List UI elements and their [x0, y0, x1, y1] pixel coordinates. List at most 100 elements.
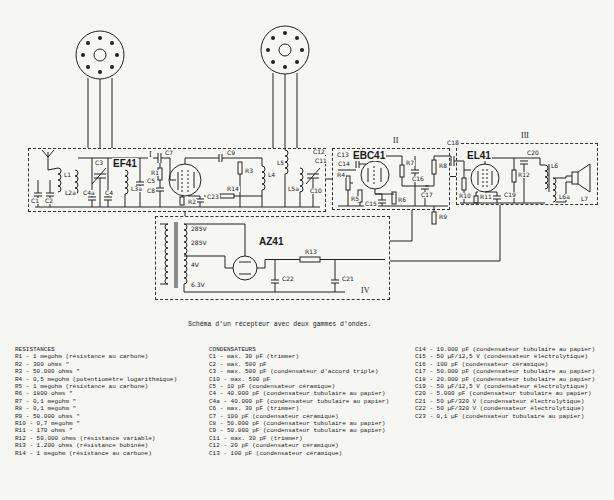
part-label: C13 [336, 152, 350, 158]
part-label: L7 [580, 196, 589, 202]
parts-list-line: R12 - 50.000 ohms (résistance variable) [14, 435, 156, 442]
part-label: C22 [281, 276, 295, 282]
part-label: 285V [190, 226, 208, 232]
parts-list-line: R14 - 1 megohm (résistance au carbone) [14, 450, 153, 457]
stage-number: IV [360, 286, 370, 295]
part-label: L1 [63, 172, 72, 178]
parts-list-line: C12 - 20 pF (condensateur céramique) [208, 442, 340, 449]
part-label: L6a [558, 194, 571, 200]
stage-number: II [392, 136, 399, 145]
parts-list-line: C2 - max. 500 pF [208, 361, 268, 368]
part-label: L4 [267, 172, 276, 178]
parts-list-line: R10 - 0,7 megohm " [14, 420, 81, 427]
part-label: C12 [312, 149, 326, 155]
parts-list-line: C4 - 40.000 pF (condensateur tubulaire a… [208, 390, 386, 397]
parts-list-line: C7 - 100 pF (condensateur céramique) [208, 413, 340, 420]
part-label: C21 [341, 276, 355, 282]
parts-list-line: C22 - 50 µF/320 V (condensateur électrol… [414, 405, 585, 412]
parts-list-line: C11 - max. 30 pF (trimmer) [208, 435, 304, 442]
supply-wire [390, 205, 500, 261]
part-label: L5 [276, 160, 285, 166]
part-label: R2 [187, 199, 197, 205]
tube-name: EL41 [466, 150, 492, 161]
part-label: L6 [550, 163, 559, 169]
part-label: C19 [503, 192, 517, 198]
parts-list-line: R2 - 300 ohms " [14, 361, 70, 368]
stage-number: I [148, 150, 153, 159]
part-label: L5a [287, 186, 300, 192]
part-label: C23 [206, 194, 220, 200]
parts-list-line: CONDENSATEURS [208, 346, 257, 353]
parts-list-line: R5 - 1 megohm (résistance au carbone) [14, 383, 149, 390]
parts-list-line: R6 - 1800 ohms " [14, 390, 74, 397]
parts-list-line: R1 - 1 megohm (résistance au carbone) [14, 353, 149, 360]
parts-list-line: C6 - max. 30 pF (trimmer) [208, 405, 300, 412]
parts-list-line: C13 - 100 pF (condensateur céramique) [208, 450, 343, 457]
part-label: L2a [64, 190, 77, 196]
parts-list-line: R8 - 0,1 megohm " [14, 405, 77, 412]
part-label: R3 [244, 168, 254, 174]
tube-name: EF41 [112, 158, 138, 169]
part-label: R4 [336, 172, 346, 178]
part-label: C7 [164, 150, 174, 156]
part-label: C5 [146, 178, 156, 184]
parts-list-line: C21 - 50 µF/320 V (condensateur électrol… [414, 398, 585, 405]
part-label: R12 [517, 172, 531, 178]
part-label: 4V [190, 262, 200, 268]
parts-list-line: C4a - 40.000 pF (condensateur tubulaire … [208, 398, 390, 405]
stage-box: I EF41 [28, 148, 326, 212]
part-label: C17 [420, 192, 434, 198]
parts-list-line: C1 - max. 30 pF (trimmer) [208, 353, 300, 360]
part-label: R8 [438, 163, 448, 169]
part-label: C2 [44, 198, 54, 204]
part-label: L3a [130, 186, 143, 192]
part-label: R11 [479, 194, 493, 200]
supply-wire [390, 210, 412, 241]
part-label: 285V [190, 240, 208, 246]
parts-list-line: C3 - max. 500 pF (condensateur d'accord … [208, 368, 379, 375]
part-label: R13 [304, 249, 318, 255]
tube-name: EBC41 [352, 150, 386, 161]
part-label: C16 [411, 176, 425, 182]
part-label: C8 [146, 188, 156, 194]
parts-list-line: R9 - 50.000 ohms " [14, 413, 81, 420]
parts-list-line: R11 - 170 ohms " [14, 427, 74, 434]
part-label: 6.3V [190, 282, 206, 288]
part-label: R9 [438, 214, 448, 220]
part-label: C20 [526, 150, 540, 156]
part-label: C4a [82, 190, 96, 196]
parts-list-line: RESISTANCES [14, 346, 56, 353]
part-label: C11 [314, 158, 328, 164]
part-label: R10 [458, 193, 472, 199]
parts-list-line: C14 - 10.000 pF (condensateur tubulaire … [414, 346, 596, 353]
parts-list-line: C16 - 100 pF (condensateur céramique) [414, 361, 549, 368]
part-label: C3 [94, 160, 104, 166]
parts-list-line: C10 - max. 500 pF [208, 376, 271, 383]
part-label: C15 [364, 201, 378, 207]
part-label: R7 [405, 160, 415, 166]
part-label: R5 [350, 196, 360, 202]
parts-list-line: R13 - 1.200 ohms (résistance bobinée) [14, 442, 149, 449]
part-label: C9 [226, 150, 236, 156]
parts-list-line: C20 - 5.000 pF (condensateur tubulaire a… [414, 390, 592, 397]
tube-name: AZ41 [258, 236, 284, 247]
parts-list-line: C17 - 50.000 pF (condensateur tubulaire … [414, 368, 596, 375]
parts-list-line: C5 - 10 pF (condensateur céramique) [208, 383, 336, 390]
stage-number: III [520, 131, 530, 140]
parts-list-line: C18 - 20.000 pF (condensateur tubulaire … [414, 376, 596, 383]
parts-list-line: R3 - 50.000 ohms " [14, 368, 81, 375]
part-label: C10 [309, 188, 323, 194]
caption: Schéma d'un récepteur avec deux gammes d… [188, 322, 371, 329]
part-label: R1 [150, 170, 160, 176]
part-label: R6 [397, 197, 407, 203]
parts-list-line: R7 - 0,1 megohm " [14, 398, 77, 405]
parts-list-line: C15 - 50 µF/12,5 V (condensateur électro… [414, 353, 589, 360]
part-label: R14 [226, 186, 240, 192]
part-label: C1 [30, 198, 40, 204]
parts-list-line: C9 - 50.000 pF (condensateur tubulaire a… [208, 427, 386, 434]
parts-list-line: C19 - 50 µF/12,5 V (condensateur électro… [414, 383, 589, 390]
parts-list-line: R4 - 0,5 megohm (potentiomètre logarithm… [14, 376, 178, 383]
part-label: C18 [446, 140, 460, 146]
parts-list-line: C8 - 50.000 pF (condensateur tubulaire a… [208, 420, 386, 427]
